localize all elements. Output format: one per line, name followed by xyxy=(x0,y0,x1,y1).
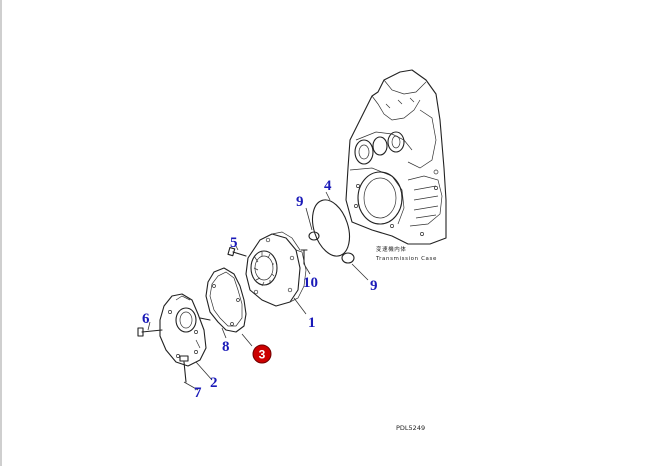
leader-7 xyxy=(183,381,199,391)
figure-code: PDL5249 xyxy=(396,424,425,432)
callout-9a: 9 xyxy=(296,194,304,210)
bolt-7 xyxy=(179,355,189,383)
cover xyxy=(159,293,207,367)
case-label-jp: 変速機内体 xyxy=(376,245,407,253)
o-ring-large xyxy=(311,199,351,257)
leader-10 xyxy=(303,263,311,275)
gasket xyxy=(205,267,247,333)
callout-8: 8 xyxy=(222,339,230,355)
o-ring-small-left xyxy=(308,231,320,241)
leader-5 xyxy=(235,245,239,251)
leader-8 xyxy=(221,327,227,339)
callout-10: 10 xyxy=(303,275,318,291)
callout-2: 2 xyxy=(210,375,218,391)
callout-6: 6 xyxy=(142,311,150,327)
leader-6 xyxy=(147,321,151,331)
housing xyxy=(245,231,307,307)
leader-9b xyxy=(351,263,369,281)
callout-9b: 9 xyxy=(370,278,378,294)
callout-5: 5 xyxy=(230,235,238,251)
leader-3 xyxy=(241,333,253,347)
callout-1: 1 xyxy=(308,315,316,331)
leader-1 xyxy=(293,297,307,315)
bolt-10 xyxy=(300,249,308,265)
callout-3: 3 xyxy=(259,348,266,362)
bolt-5 xyxy=(227,247,247,257)
pin xyxy=(199,317,211,321)
case-label-en: Transmission Case xyxy=(375,256,437,262)
callout-4: 4 xyxy=(324,178,332,194)
highlight-marker xyxy=(252,344,272,364)
o-ring-small-right xyxy=(341,252,355,264)
leader-4 xyxy=(325,191,331,201)
transmission-case xyxy=(345,69,447,245)
bolt-6 xyxy=(137,327,163,337)
leader-9a xyxy=(305,207,313,231)
callout-3-highlight[interactable]: 3 xyxy=(252,344,272,364)
callout-7: 7 xyxy=(194,385,202,401)
leader-2 xyxy=(195,361,213,381)
